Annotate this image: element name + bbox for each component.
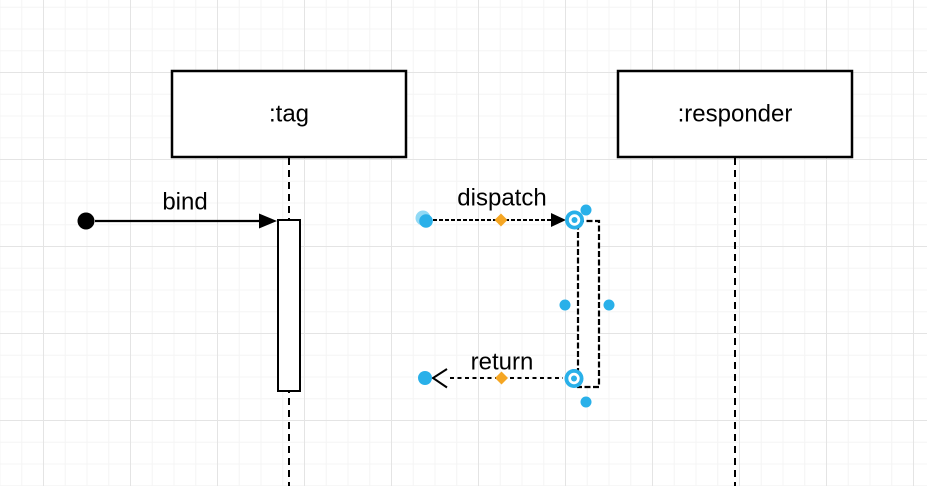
- found-message-endpoint[interactable]: [77, 212, 95, 230]
- dispatch-arrowhead-icon[interactable]: [551, 213, 566, 227]
- endpoint-center-dot: [571, 217, 578, 223]
- bind-arrowhead-icon[interactable]: [259, 213, 277, 229]
- return-target-endpoint-handle[interactable]: [418, 371, 432, 385]
- return-source-endpoint-handle[interactable]: [564, 369, 584, 388]
- selection-handle-right[interactable]: [603, 299, 615, 311]
- tag-activation-bar[interactable]: [277, 219, 301, 392]
- actor-responder-box[interactable]: [616, 69, 854, 159]
- selection-handle-top[interactable]: [580, 204, 592, 216]
- dispatch-message-label[interactable]: dispatch: [457, 185, 546, 212]
- actor-responder-label[interactable]: :responder: [678, 101, 793, 128]
- selected-activation-bar[interactable]: [576, 219, 601, 389]
- selection-handle-left[interactable]: [559, 299, 571, 311]
- actor-tag-label[interactable]: :tag: [269, 101, 309, 128]
- actor-tag-box[interactable]: [170, 69, 408, 159]
- bind-message-label[interactable]: bind: [162, 189, 207, 216]
- selection-handle-bottom[interactable]: [580, 396, 592, 408]
- dispatch-source-endpoint-handle[interactable]: [419, 214, 433, 228]
- dispatch-target-endpoint-handle[interactable]: [565, 210, 584, 230]
- return-arrowhead-icon[interactable]: [431, 368, 448, 389]
- return-label-handle[interactable]: [495, 371, 508, 385]
- dispatch-label-handle[interactable]: [494, 213, 508, 227]
- return-message-label[interactable]: return: [471, 349, 534, 376]
- endpoint-center-dot: [571, 375, 577, 382]
